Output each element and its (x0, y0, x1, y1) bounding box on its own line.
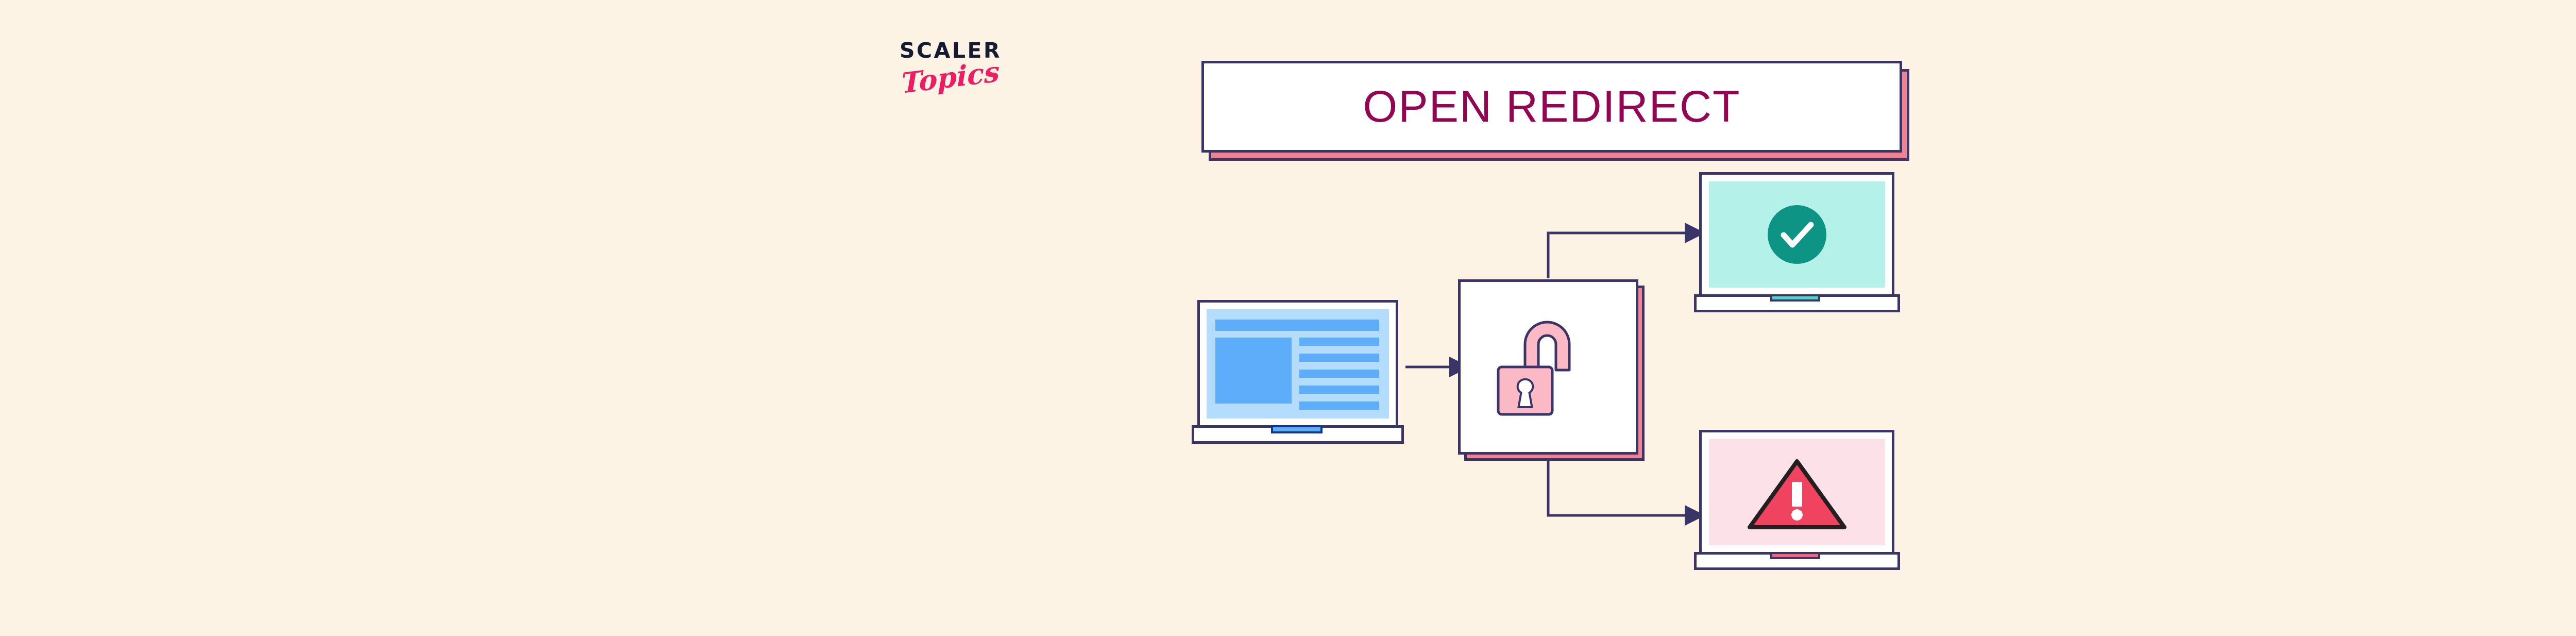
logo-wordmark: SCALER (899, 38, 1002, 63)
title-banner: OPEN REDIRECT (1201, 61, 1909, 161)
scaler-topics-logo: SCALER Topics (884, 40, 1018, 118)
checkmark-glyph (1781, 222, 1814, 248)
laptop-trackpad (1770, 294, 1820, 302)
wireframe-text-line (1299, 354, 1379, 362)
padlock-shackle (1523, 321, 1571, 372)
exclamation-bar (1792, 482, 1802, 507)
unlocked-padlock-icon (1497, 321, 1571, 416)
laptop-trackpad (1770, 552, 1820, 559)
laptop-trackpad (1271, 425, 1323, 433)
title-banner-box: OPEN REDIRECT (1201, 61, 1902, 153)
laptop-screen (1207, 309, 1389, 419)
malicious-destination-laptop (1694, 430, 1900, 583)
padlock-keyhole (1516, 378, 1534, 408)
safe-destination-laptop (1694, 172, 1900, 326)
open-redirect-lock-card (1458, 279, 1645, 461)
lock-card-face (1458, 279, 1638, 455)
exclamation-dot (1791, 509, 1803, 521)
arrow-lock-to-safe (1547, 223, 1705, 278)
wireframe-image-block (1215, 338, 1292, 404)
check-circle-icon (1768, 205, 1826, 264)
wireframe-text-line (1299, 370, 1379, 378)
wireframe-text-line (1299, 386, 1379, 394)
wireframe-header-bar (1215, 320, 1379, 331)
laptop-screen (1709, 181, 1885, 288)
wireframe-text-line (1299, 338, 1379, 346)
warning-triangle-icon (1748, 459, 1846, 530)
arrow-lock-to-malicious (1547, 456, 1705, 526)
source-website-laptop (1192, 300, 1404, 459)
laptop-screen (1709, 439, 1885, 545)
page-title: OPEN REDIRECT (1363, 81, 1741, 131)
wireframe-text-line (1299, 401, 1379, 410)
